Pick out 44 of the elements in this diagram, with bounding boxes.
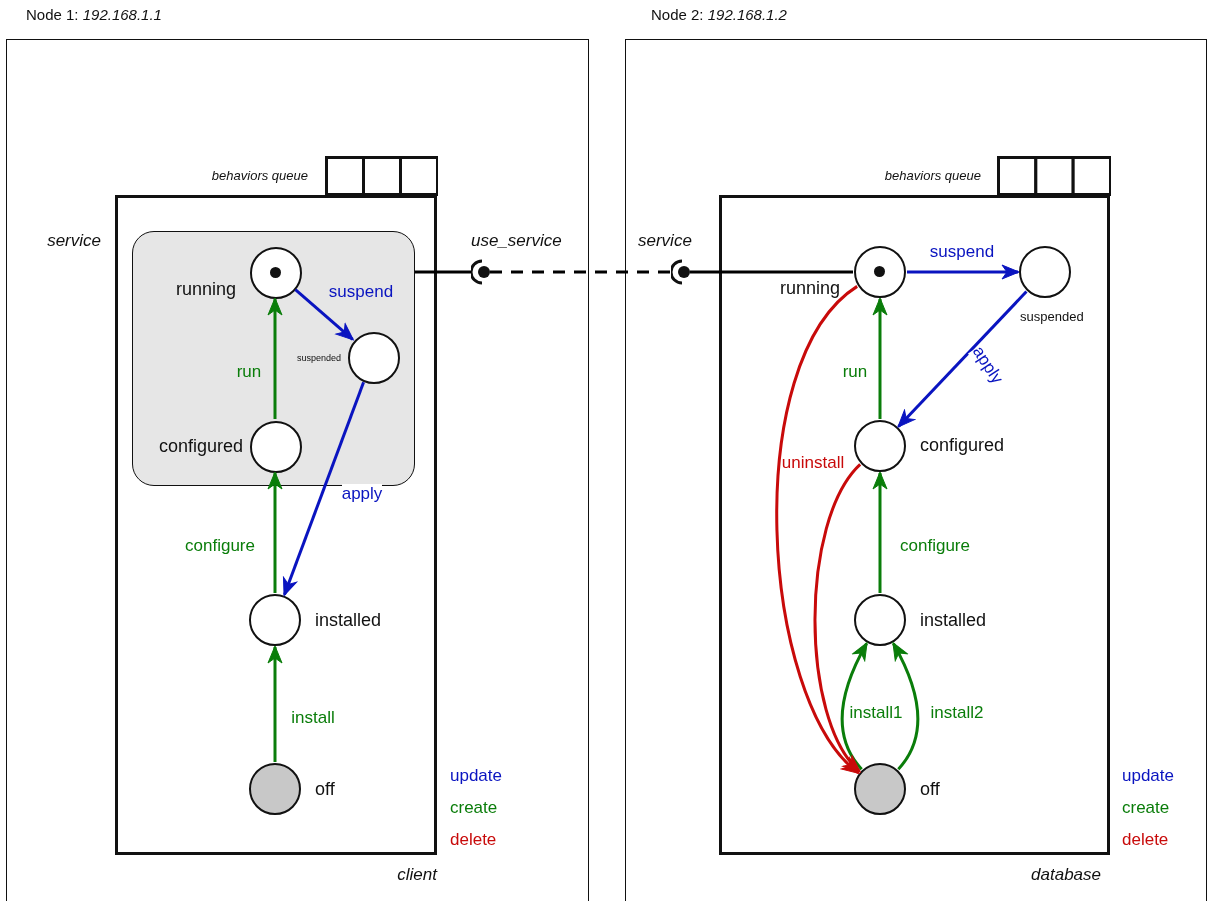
transition-arrow	[775, 285, 860, 775]
interface-label: service	[638, 230, 692, 252]
legend-item: update	[450, 766, 502, 787]
node-heading: Node 1: 192.168.1.1	[26, 6, 162, 24]
state-label: off	[920, 779, 940, 801]
transition-arrow	[813, 463, 862, 773]
state-label: suspended	[296, 352, 341, 364]
node-heading: Node 2: 192.168.1.2	[651, 6, 787, 24]
state-label: configured	[158, 436, 243, 458]
state-label: off	[315, 779, 335, 801]
edge-label: run	[236, 361, 262, 383]
transition-arrow	[840, 642, 868, 771]
transition-arrow	[282, 381, 365, 597]
component-name: client	[397, 864, 437, 886]
component-name: database	[1031, 864, 1101, 886]
legend-item: create	[450, 798, 498, 819]
legend-item: delete	[450, 830, 497, 851]
interface-label: use_service	[471, 230, 562, 252]
legend-item: update	[1122, 766, 1174, 787]
state-name: service	[47, 230, 101, 252]
queue-label: behaviors queue	[211, 168, 308, 184]
queue-label: behaviors queue	[884, 168, 981, 184]
transition-arrow	[872, 471, 888, 593]
transition-arrow	[892, 642, 920, 771]
legend-item: delete	[1122, 830, 1169, 851]
state-label: running	[175, 279, 236, 301]
legend-item: create	[1122, 798, 1170, 819]
transition-arrow	[907, 264, 1020, 280]
transition-arrow	[872, 297, 888, 419]
state-label: configured	[920, 435, 1005, 457]
transition-arrow	[897, 290, 1028, 428]
edge-label: suspend	[328, 281, 394, 303]
connector-line	[690, 270, 853, 274]
state-label: installed	[920, 610, 987, 632]
connector-line	[415, 270, 472, 274]
state-label: suspended	[1020, 309, 1084, 325]
connector-line	[490, 270, 672, 274]
transition-arrow	[267, 297, 283, 419]
transition-arrow	[267, 471, 283, 593]
transition-arrow	[294, 288, 354, 341]
state-label: running	[779, 278, 840, 300]
composite-state-box	[132, 231, 415, 486]
state-label: installed	[315, 610, 382, 632]
transition-arrow	[267, 645, 283, 762]
